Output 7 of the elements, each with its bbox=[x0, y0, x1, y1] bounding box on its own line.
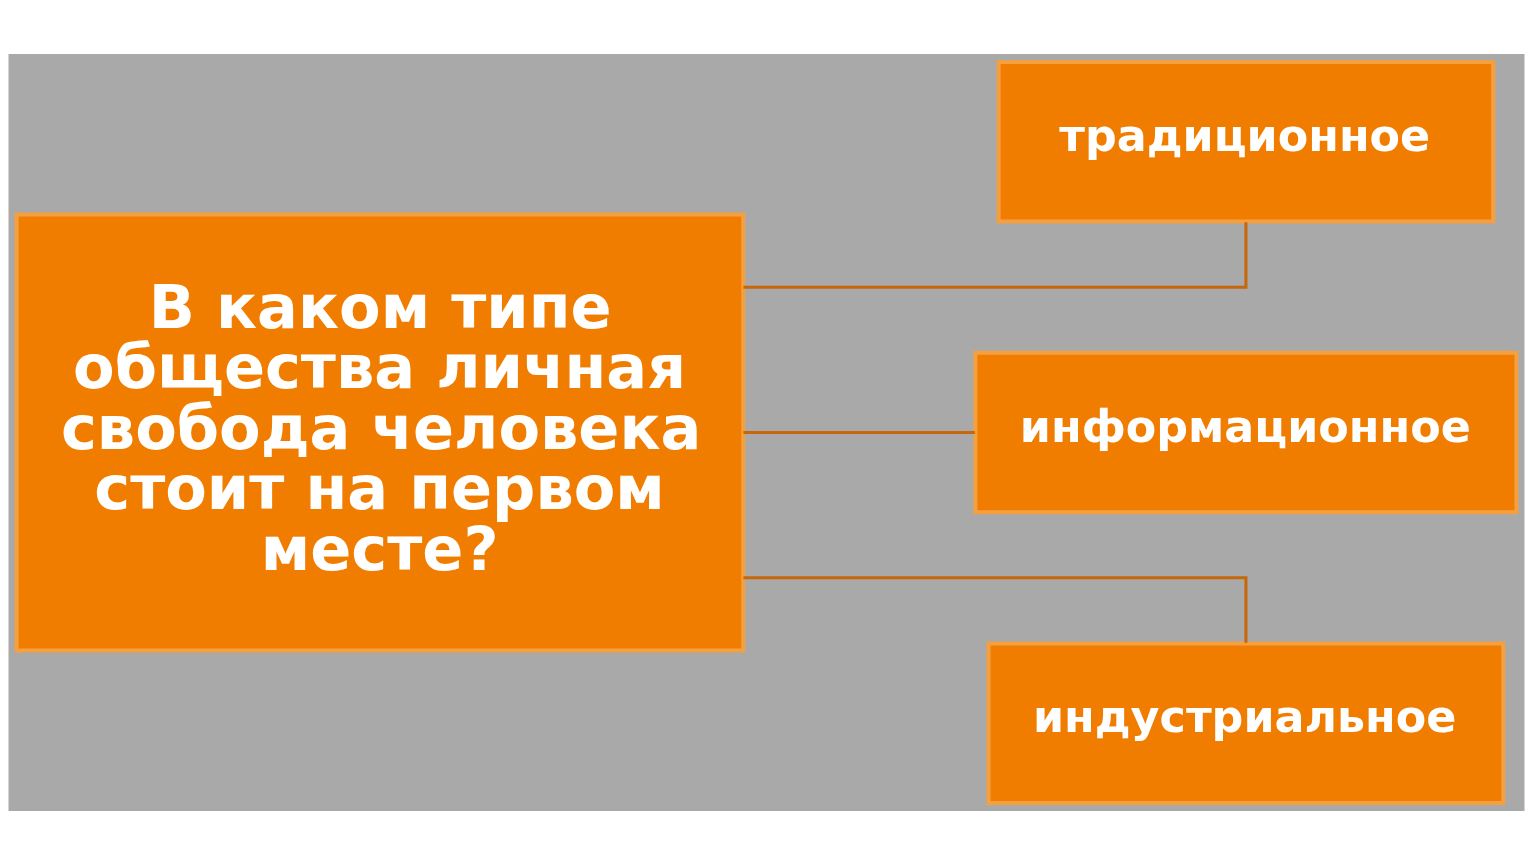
node-box: индустриальное bbox=[986, 640, 1506, 805]
node-box: традиционное bbox=[996, 59, 1496, 224]
node-box: информационное bbox=[973, 350, 1519, 514]
connector bbox=[743, 430, 975, 434]
node-box: В каком типе общества личная свобода человека стоит на первом месте? bbox=[14, 211, 746, 653]
connector bbox=[743, 221, 1248, 289]
connector bbox=[743, 575, 1248, 643]
